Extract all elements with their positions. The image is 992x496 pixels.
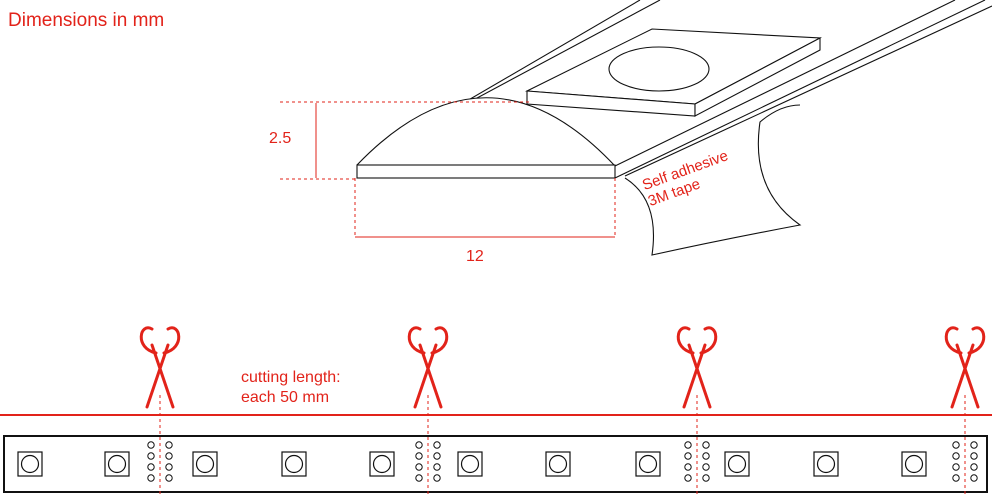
dimension-lines: [280, 101, 616, 238]
page-title: Dimensions in mm: [8, 10, 165, 31]
solder-pad-icon: [952, 441, 960, 482]
profile-drawing: [356, 0, 992, 256]
led-chip-icon: [635, 451, 661, 477]
cut-markers: [139, 326, 986, 496]
led-chip-icon: [369, 451, 395, 477]
led-chip-icon: [104, 451, 130, 477]
solder-pad-icon: [433, 441, 441, 482]
solder-pad-icon: [415, 441, 423, 482]
scissors-icon: [407, 326, 449, 409]
solder-pad-icon: [684, 441, 692, 482]
led-strip: [3, 435, 988, 493]
led-chip-icon: [457, 451, 483, 477]
led-chip-icon: [545, 451, 571, 477]
led-chip-icon: [17, 451, 43, 477]
scissors-icon: [139, 326, 181, 409]
led-chip-icon: [281, 451, 307, 477]
solder-pad-icon: [147, 441, 155, 482]
height-dimension-label: 2.5: [269, 130, 292, 147]
led-chip-icon: [901, 451, 927, 477]
led-chip-icon: [724, 451, 750, 477]
cutting-label: cutting length: each 50 mm: [241, 368, 341, 408]
scissors-icon: [944, 326, 986, 409]
solder-pad-icon: [165, 441, 173, 482]
led-chip-icon: [813, 451, 839, 477]
solder-pad-icon: [970, 441, 978, 482]
scissors-icon: [676, 326, 718, 409]
cutting-label-line1: cutting length:: [241, 369, 341, 386]
solder-pad-icon: [702, 441, 710, 482]
cutting-label-line2: each 50 mm: [241, 389, 330, 406]
width-dimension-label: 12: [466, 248, 484, 265]
led-chip-icon: [192, 451, 218, 477]
